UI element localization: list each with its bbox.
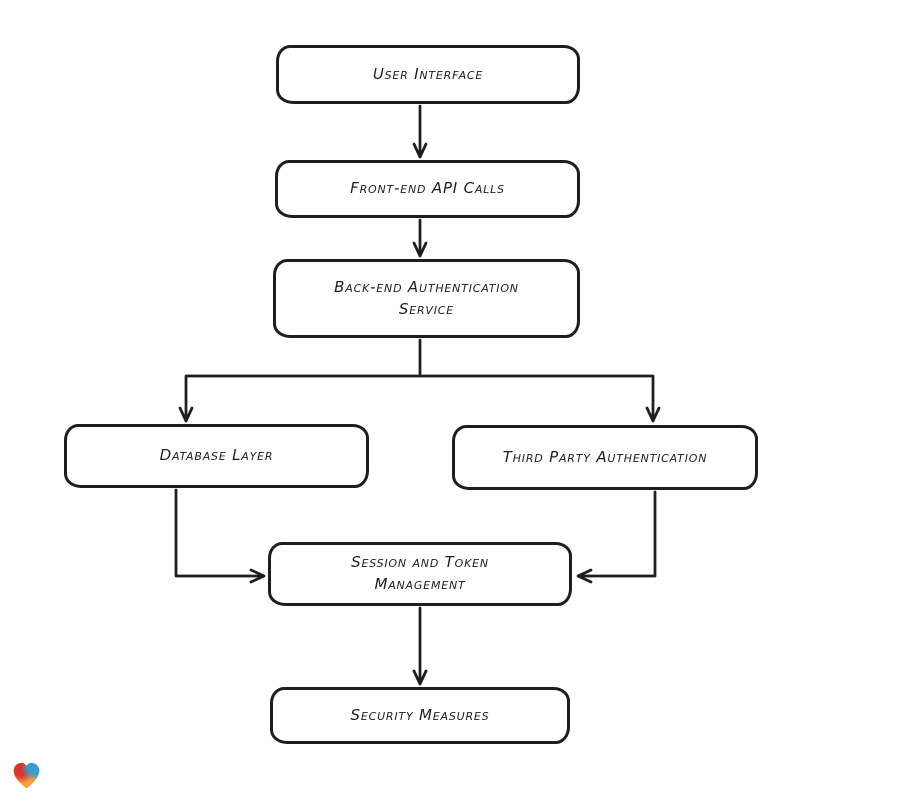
edge-backend-branch-arrows — [178, 338, 661, 423]
node-label-third-party-authentication: Third Party Authentication — [502, 447, 708, 466]
node-label-user-interface: User Interface — [372, 64, 484, 83]
edge-database-to-session-arrow — [174, 488, 266, 584]
heart-blue-gradient — [13, 762, 40, 789]
edge-thirdparty-to-session-arrow — [576, 490, 657, 584]
edge-session-to-security-arrow — [412, 606, 428, 686]
node-front-end-api-calls: Front-end API Calls — [275, 160, 580, 218]
node-security-measures: Security Measures — [270, 687, 570, 744]
eraser-watermark — [10, 759, 43, 792]
node-label-security-measures: Security Measures — [350, 705, 490, 724]
edge-frontend-to-backend-arrow — [412, 218, 428, 258]
node-label-back-end-authentication-service: Back-end Authentication Service — [334, 277, 519, 318]
edge-user-to-frontend-arrow — [412, 104, 428, 159]
node-label-session-and-token-management: Session and Token Management — [351, 553, 489, 593]
node-database-layer: Database Layer — [64, 424, 369, 488]
node-label-database-layer: Database Layer — [159, 446, 274, 465]
node-session-and-token-management: Session and Token Management — [268, 542, 572, 606]
node-back-end-authentication-service: Back-end Authentication Service — [273, 259, 580, 338]
node-third-party-authentication: Third Party Authentication — [452, 425, 758, 490]
node-label-front-end-api-calls: Front-end API Calls — [350, 179, 505, 198]
heart-icon — [13, 762, 40, 789]
node-user-interface: User Interface — [276, 45, 580, 104]
